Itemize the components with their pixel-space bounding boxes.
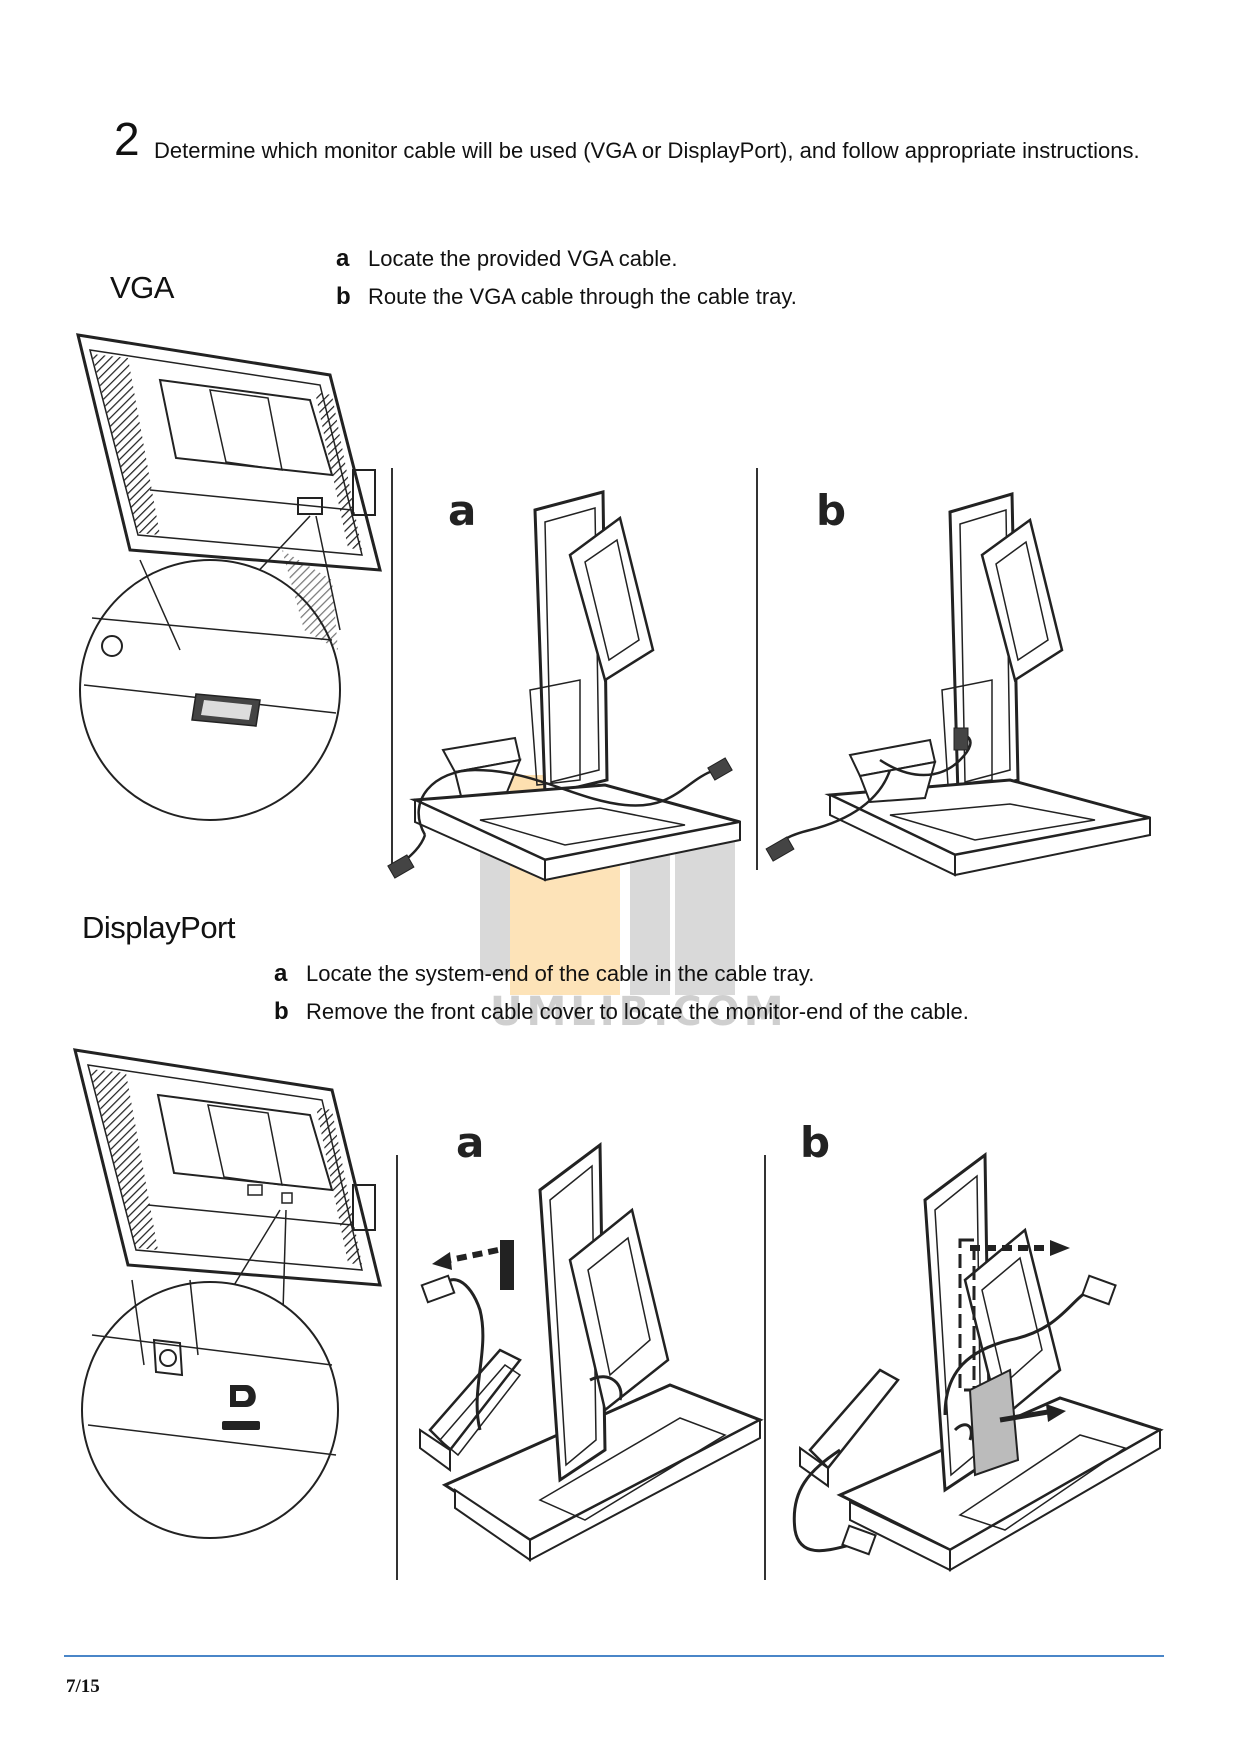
dp-panel-letter-b: b <box>800 1118 831 1167</box>
vga-step-b-letter: b <box>336 283 351 310</box>
vga-monitor-rear-illustration <box>76 333 382 821</box>
footer-rule <box>64 1655 1164 1657</box>
dp-divider-left <box>396 1155 398 1580</box>
dp-step-b-letter: b <box>274 998 289 1025</box>
dp-monitor-rear-illustration <box>73 1048 382 1539</box>
page-number: 7/15 <box>66 1676 100 1697</box>
dp-divider-right <box>764 1155 766 1580</box>
vga-step-a: a Locate the provided VGA cable. <box>336 240 677 278</box>
dp-step-a-letter: a <box>274 960 288 987</box>
displayport-port-icon <box>222 1421 260 1430</box>
dp-step-b-text: Remove the front cable cover to locate t… <box>306 999 969 1024</box>
vga-step-b-text: Route the VGA cable through the cable tr… <box>368 284 797 309</box>
arrow-left-icon <box>432 1252 452 1270</box>
step-instruction: Determine which monitor cable will be us… <box>154 138 1140 163</box>
front-cable-cover <box>968 1368 1020 1477</box>
watermark-gray-block-right <box>675 835 735 995</box>
vga-step-a-letter: a <box>336 245 350 272</box>
vga-step-a-text: Locate the provided VGA cable. <box>368 246 678 271</box>
dp-step-a: a Locate the system-end of the cable in t… <box>274 955 814 993</box>
vga-divider-right <box>756 468 758 870</box>
vga-panel-letter-a: a <box>448 486 477 535</box>
vga-section-title: VGA <box>110 270 174 305</box>
vga-divider-left <box>391 468 393 870</box>
vga-panel-letter-b: b <box>816 486 847 535</box>
arrow-right-icon <box>1050 1240 1070 1256</box>
vga-stand-illustration-b <box>765 492 1151 877</box>
step-number: 2 <box>114 113 140 165</box>
dp-step-a-text: Locate the system-end of the cable in th… <box>306 961 815 986</box>
vga-step-b: b Route the VGA cable through the cable t… <box>336 278 797 316</box>
dp-stand-illustration-b <box>792 1152 1164 1572</box>
dp-stand-illustration-a <box>419 1142 764 1562</box>
cable-cover-dashed-marker <box>500 1240 514 1290</box>
vga-stand-illustration-a <box>387 490 741 882</box>
watermark-text: UMLIB.COM <box>490 989 788 1035</box>
arrow-cover-out-icon <box>1046 1404 1066 1422</box>
dp-panel-letter-a: a <box>456 1118 485 1167</box>
dp-step-b: b Remove the front cable cover to locate … <box>274 993 969 1031</box>
displayport-section-title: DisplayPort <box>82 910 236 945</box>
